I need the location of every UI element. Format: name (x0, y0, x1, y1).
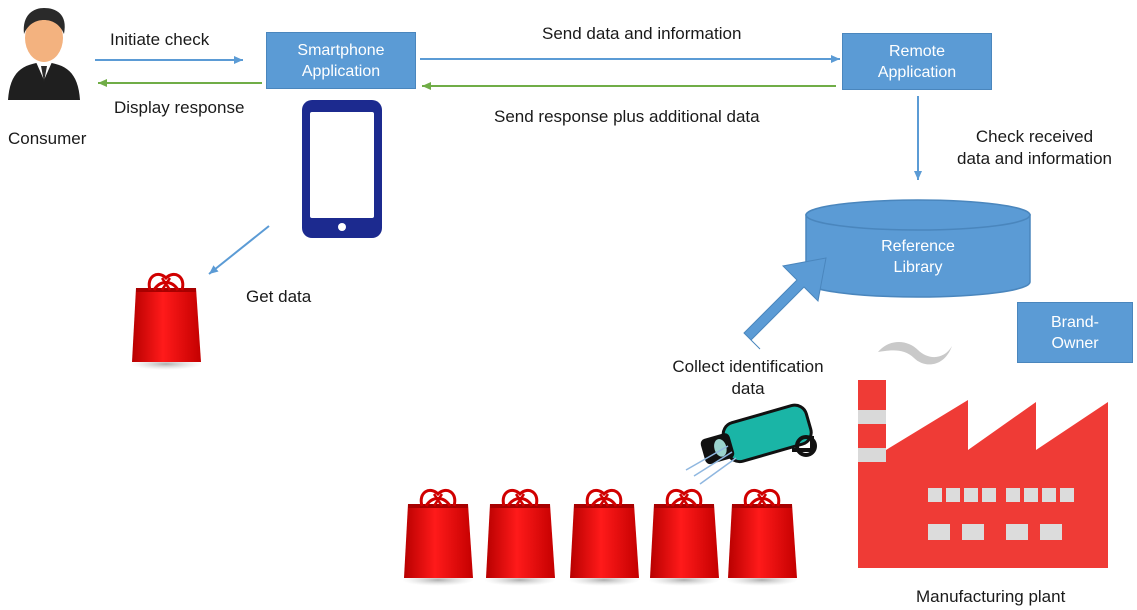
get-data-arrow (208, 225, 270, 275)
reference-library-label: Reference Library (881, 238, 955, 276)
brand-owner-label: Brand- Owner (1050, 313, 1100, 352)
shopping-bag-icon (128, 272, 204, 372)
reference-library-cylinder (805, 199, 1031, 298)
collect-identification-label: Collect identification data (672, 357, 824, 398)
shopping-bag-icon (482, 488, 558, 588)
shopping-bag-icon (566, 488, 642, 588)
initiate-check-label: Initiate check (110, 30, 210, 49)
remote-app-label: Remote Application (877, 42, 957, 81)
send-response-label: Send response plus additional data (494, 107, 760, 126)
manufacturing-plant-label: Manufacturing plant (916, 587, 1066, 606)
remote-app-box: Remote Application (842, 33, 992, 90)
check-received-label: Check received data and information (957, 127, 1112, 168)
factory-icon (858, 380, 1108, 568)
brand-owner-box: Brand- Owner (1017, 302, 1133, 363)
smartphone-app-box: Smartphone Application (266, 32, 416, 89)
camera-icon (700, 403, 817, 465)
collect-data-arrow (743, 257, 827, 350)
consumer-avatar-icon (8, 8, 80, 100)
display-response-label: Display response (114, 98, 245, 117)
consumer-label: Consumer (8, 129, 87, 148)
smoke-icon (878, 342, 952, 365)
shopping-bag-icon (724, 488, 800, 588)
shopping-bag-icon (646, 488, 722, 588)
shopping-bag-icon (400, 488, 476, 588)
smartphone-app-label: Smartphone Application (297, 41, 385, 80)
send-data-label: Send data and information (542, 24, 742, 43)
smartphone-icon (302, 100, 382, 238)
scan-lines (685, 445, 737, 485)
get-data-label: Get data (246, 287, 312, 306)
